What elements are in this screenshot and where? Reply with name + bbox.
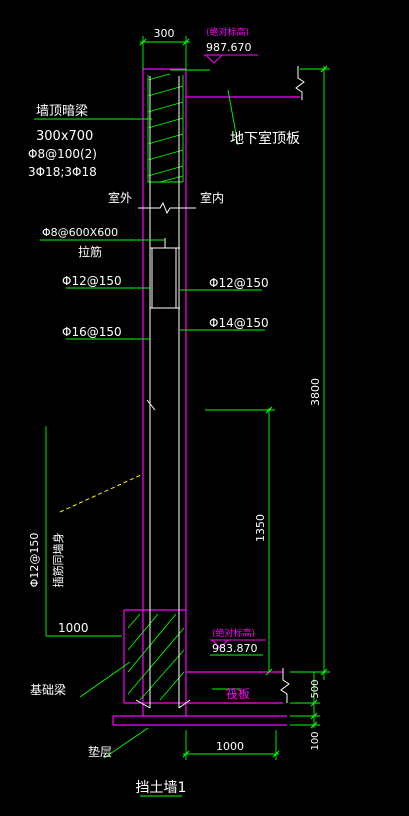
raft-dimension: 500	[310, 679, 321, 698]
outside-label: 室外	[108, 190, 132, 205]
drawing-title: 挡土墙1	[136, 780, 187, 796]
wall-beam-label: 墙顶暗梁	[36, 104, 88, 119]
rebar-left-2: Φ16@150	[62, 325, 122, 339]
soil-slope-line	[59, 473, 144, 513]
vertical-note-text: 插筋同墙身	[51, 533, 65, 588]
inside-label: 室内	[200, 190, 224, 205]
mid-dimension: 1350	[254, 514, 267, 542]
rebar-right-2: Φ14@150	[209, 316, 269, 330]
dimension-ticks	[139, 38, 328, 758]
foundation-hatch	[127, 613, 185, 701]
cushion-dimension: 100	[310, 731, 321, 750]
raft-label: 筏板	[226, 687, 250, 701]
break-line	[138, 201, 196, 215]
top-elevation-value: 987.670	[206, 41, 252, 54]
tie-label: 拉筋	[78, 244, 102, 259]
embed-dimension: 1000	[58, 621, 89, 635]
foundation-beam-label: 基础梁	[30, 682, 66, 697]
cushion-label: 垫层	[88, 744, 112, 759]
beam-rebar: 3Φ18;3Φ18	[28, 165, 97, 179]
top-beam-hatch	[147, 73, 184, 183]
bottom-elevation-value: 983.870	[212, 642, 258, 655]
roof-slab-label: 地下室顶板	[230, 130, 300, 147]
vertical-note-rebar: Φ12@150	[28, 533, 41, 588]
bottom-width-dim: 1000	[216, 740, 244, 753]
top-elevation-label: (绝对标高)	[206, 26, 249, 38]
rebar-right-1: Φ12@150	[209, 276, 269, 290]
dimension-lines	[34, 36, 330, 797]
rebar-lines	[135, 76, 191, 709]
slab-break-symbols	[280, 66, 305, 703]
height-dimension: 3800	[309, 378, 322, 406]
beam-stirrup: Φ8@100(2)	[28, 147, 97, 161]
wall-outline	[112, 68, 300, 726]
top-width-dim: 300	[154, 27, 175, 40]
beam-size: 300x700	[36, 129, 93, 144]
tie-spacing: Φ8@600X600	[42, 226, 118, 239]
rebar-left-1: Φ12@150	[62, 274, 122, 288]
elevation-markers	[204, 54, 266, 649]
bottom-elevation-label: (绝对标高)	[212, 627, 255, 639]
